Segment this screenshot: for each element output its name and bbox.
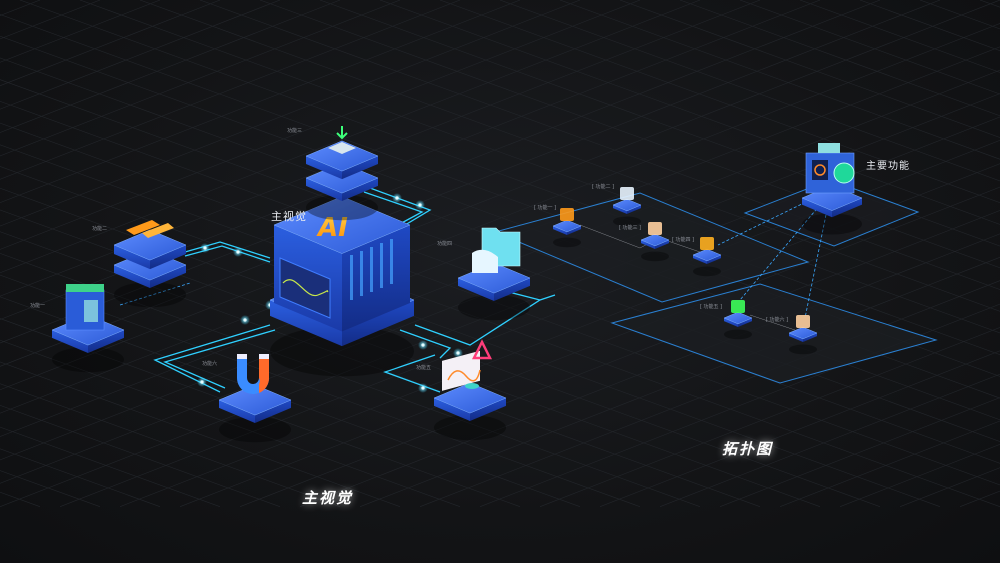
topology-links	[717, 199, 829, 319]
main-visual-label: 主视觉	[271, 210, 307, 223]
topo-label-5: 功能五	[700, 303, 722, 310]
main-ai-cube: AI	[269, 196, 415, 377]
topology-hub	[801, 143, 863, 235]
folder-icon	[472, 227, 521, 273]
node-label-1: 功能一	[30, 303, 46, 309]
topology-node-1	[552, 208, 582, 248]
ai-badge: AI	[316, 213, 348, 243]
topo-label-1: 功能一	[534, 204, 556, 211]
dashed-link	[119, 282, 191, 306]
node-function-3	[305, 126, 379, 221]
node-function-4	[457, 227, 531, 321]
topology-caption: 拓扑图	[722, 440, 774, 458]
topology-node-4	[692, 237, 722, 277]
node-function-6	[218, 354, 292, 443]
magnet-icon	[237, 354, 270, 394]
node-function-2	[113, 220, 187, 308]
server-rack-icon	[65, 284, 105, 331]
node-label-6: 功能六	[202, 361, 218, 367]
topology-node-6	[788, 315, 818, 355]
topology-plane-2	[610, 283, 938, 384]
topo-label-4: 功能四	[672, 236, 694, 243]
topo-label-2: 功能二	[592, 183, 614, 190]
green-cube-icon	[731, 300, 745, 313]
topo-label-6: 功能六	[766, 316, 788, 323]
ai-server-icon: AI	[273, 196, 411, 332]
database-icon	[648, 222, 662, 235]
node-label-5: 功能五	[416, 365, 432, 371]
shield-icon	[700, 237, 714, 250]
topology-node-3	[640, 222, 670, 262]
chart-card-icon	[442, 339, 493, 391]
node-function-5	[433, 339, 507, 441]
main-function-icon	[805, 143, 855, 194]
node-label-3: 功能三	[287, 128, 303, 134]
topology-node-5	[723, 300, 753, 340]
node-function-1	[51, 284, 125, 373]
hub-label: 主要功能	[866, 161, 910, 172]
router-icon	[113, 220, 187, 270]
node-label-2: 功能二	[92, 226, 108, 232]
printer-icon	[620, 187, 634, 200]
bar-chart-icon	[560, 208, 574, 221]
main-visual-caption: 主视觉	[302, 489, 354, 507]
database-icon	[796, 315, 810, 328]
node-label-4: 功能四	[437, 241, 453, 247]
topo-label-3: 功能三	[619, 224, 641, 231]
topology-node-2	[612, 187, 642, 227]
download-tray-icon	[305, 126, 379, 180]
